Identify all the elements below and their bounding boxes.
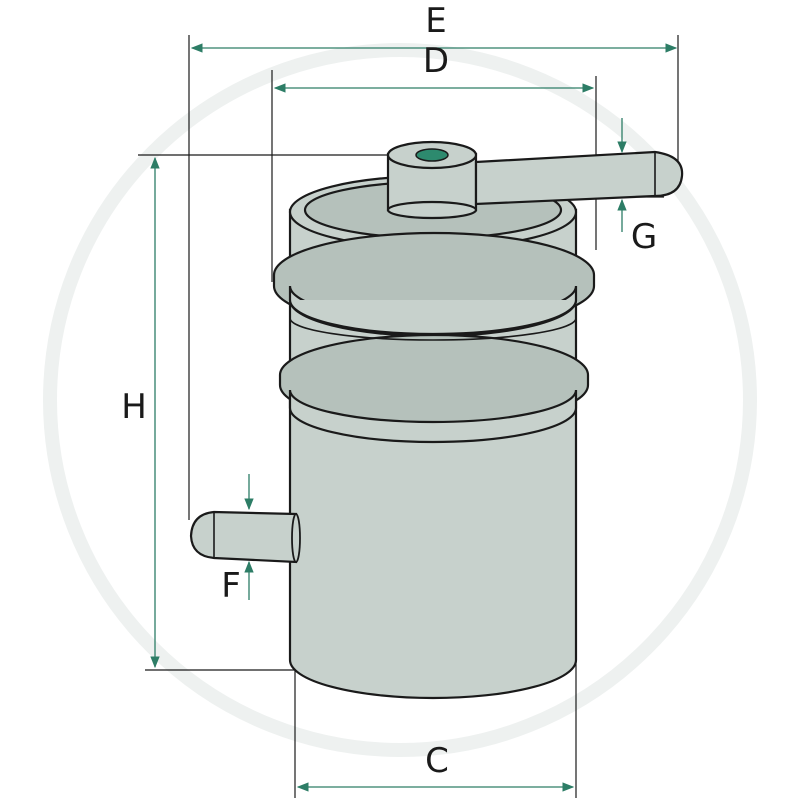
label-C: C	[425, 741, 449, 781]
label-E: E	[425, 1, 446, 41]
label-D: D	[423, 41, 449, 81]
upper-ring	[272, 231, 596, 338]
dimension-lines	[150, 43, 678, 792]
band-line	[289, 317, 577, 341]
side-inlet	[189, 510, 301, 564]
label-H: H	[121, 387, 147, 427]
label-G: G	[631, 217, 657, 257]
top-outlet	[386, 140, 684, 220]
lower-ring	[278, 333, 590, 444]
label-F: F	[221, 566, 241, 606]
